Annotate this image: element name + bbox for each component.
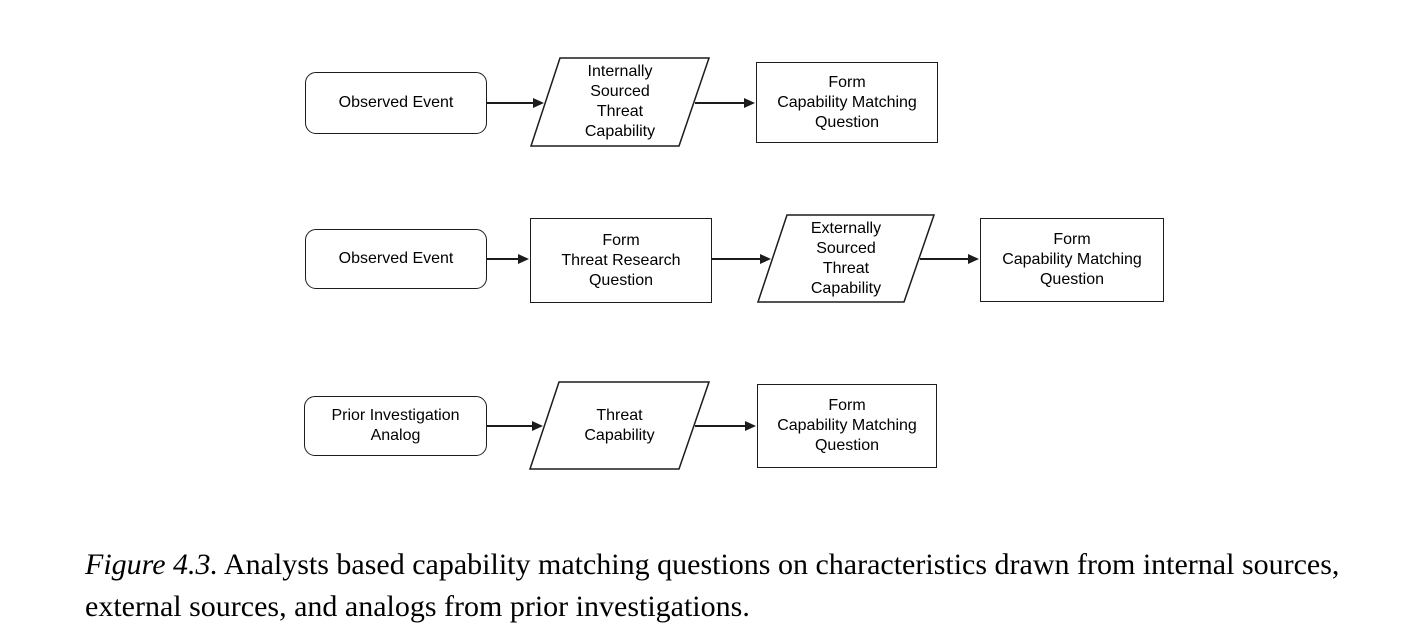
arrow-row2-3 (920, 254, 979, 264)
node-observed-event-row2: Observed Event (305, 229, 487, 289)
node-externally-sourced-threat-capability: Externally Sourced Threat Capability (757, 214, 935, 303)
node-label: Form Threat Research Question (561, 231, 681, 289)
parallelogram-shape (757, 214, 935, 303)
node-form-capability-matching-question-row2: Form Capability Matching Question (980, 218, 1164, 302)
node-label: Prior Investigation Analog (331, 407, 460, 444)
node-threat-capability: Threat Capability (529, 381, 710, 470)
node-label: Externally Sourced Threat Capability (810, 219, 882, 297)
figure-caption-label: Figure 4.3. (85, 548, 219, 581)
node-internally-sourced-threat-capability: Internally Sourced Threat Capability (530, 57, 710, 147)
parallelogram-shape (529, 381, 710, 470)
node-label: Internally Sourced Threat Capability (584, 63, 656, 140)
node-form-capability-matching-question-row3: Form Capability Matching Question (757, 384, 937, 468)
node-label: Form Capability Matching Question (777, 397, 917, 454)
arrow-row2-2 (712, 254, 771, 264)
arrow-row1-1 (487, 98, 544, 108)
figure-caption: Figure 4.3. Analysts based capability ma… (85, 544, 1375, 628)
figure-caption-text: Analysts based capability matching quest… (85, 548, 1340, 623)
node-label: Observed Event (338, 94, 454, 111)
arrow-row3-2 (695, 421, 756, 431)
node-prior-investigation-analog: Prior Investigation Analog (304, 396, 487, 456)
arrow-row2-1 (487, 254, 529, 264)
arrow-row1-2 (695, 98, 755, 108)
parallelogram-shape (530, 57, 710, 147)
node-form-threat-research-question: Form Threat Research Question (530, 218, 712, 303)
node-label: Form Capability Matching Question (1002, 231, 1142, 288)
node-label: Observed Event (338, 250, 454, 267)
node-label: Threat Capability (584, 406, 655, 444)
arrow-row3-1 (487, 421, 543, 431)
node-observed-event-row1: Observed Event (305, 72, 487, 134)
node-label: Form Capability Matching Question (777, 73, 917, 131)
node-form-capability-matching-question-row1: Form Capability Matching Question (756, 62, 938, 143)
